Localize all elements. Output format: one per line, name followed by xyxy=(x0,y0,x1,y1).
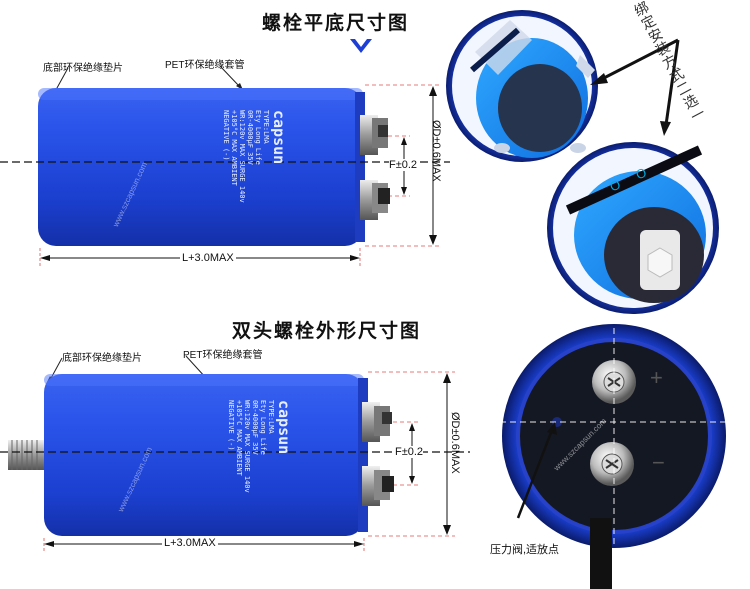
brand-text: capsun xyxy=(270,110,288,165)
print-line: TYPE:LMA xyxy=(262,110,270,144)
brand-text: capsun xyxy=(275,400,293,455)
print-line: Ety Long Life xyxy=(254,110,262,165)
print-line: WR:120v MAX SURGE 140v xyxy=(238,110,246,203)
print-line: NEGATIVE (-) xyxy=(227,400,235,451)
bottom-capacitor-print: capsun TYPE:LMA Ety Long Life 0R-4000μF … xyxy=(165,400,293,510)
top-capacitor-drawing xyxy=(0,65,450,268)
bottom-capacitor-drawing xyxy=(0,355,470,552)
bottom-section-title: 双头螺栓外形尺寸图 xyxy=(232,320,422,342)
plus-sign: + xyxy=(650,365,663,390)
print-line: TYPE:LMA xyxy=(267,400,275,434)
top-pitch-dimension: F±0.2 xyxy=(389,159,418,171)
print-line: Ety Long Life xyxy=(259,400,267,455)
bottom-pad-label: 底部环保绝缘垫片 xyxy=(62,353,142,364)
print-line: +105°C MAX AMBIENT xyxy=(230,110,238,186)
top-sleeve-label: PET环保绝缘套管 xyxy=(165,60,245,71)
print-line: 0R-4000μF 35V xyxy=(246,110,254,165)
bottom-diameter-dimension: ØD±0.6MAX xyxy=(449,412,461,474)
bottom-length-dimension: L+3.0MAX xyxy=(162,537,218,549)
top-pad-label: 底部环保绝缘垫片 xyxy=(43,63,123,74)
print-line: +105°C MAX AMBIENT xyxy=(235,400,243,476)
top-section-title: 螺栓平底尺寸图 xyxy=(262,12,410,34)
pressure-valve-label: 压力阀,适放点 xyxy=(490,544,560,556)
print-line: 0R-4000μF 35V xyxy=(251,400,259,455)
bottom-sleeve-label: PET环保绝缘套管 xyxy=(183,350,263,361)
print-line: NEGATIVE (-) xyxy=(222,110,230,161)
down-chevron-icon xyxy=(350,39,372,53)
mounting-option-views xyxy=(446,10,719,314)
capacitor-top-view xyxy=(490,324,750,589)
bottom-pitch-dimension: F±0.2 xyxy=(395,446,424,458)
print-line: WR:120v MAX SURGE 140v xyxy=(243,400,251,493)
top-capacitor-print: capsun TYPE:LMA Ety Long Life 0R-4000μF … xyxy=(160,110,288,220)
top-length-dimension: L+3.0MAX xyxy=(180,252,236,264)
minus-sign: − xyxy=(652,450,665,475)
